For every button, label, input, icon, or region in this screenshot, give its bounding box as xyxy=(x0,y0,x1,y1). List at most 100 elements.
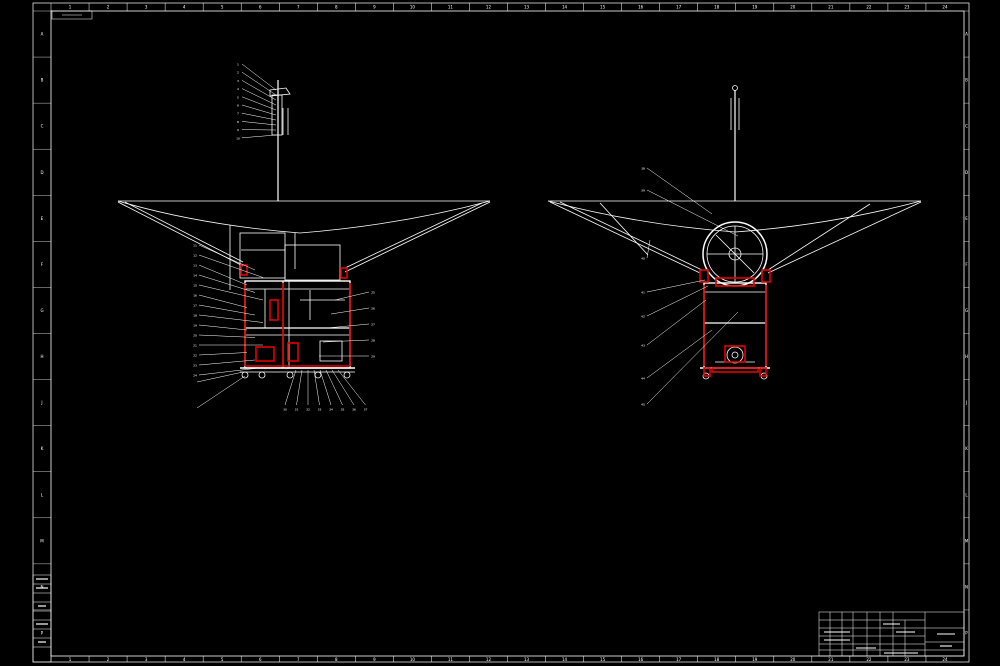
zone-label-top: 18 xyxy=(714,5,720,10)
zone-label-left: L xyxy=(41,492,44,497)
zone-label-right: F xyxy=(965,262,968,267)
part-balloon: 6 xyxy=(237,104,239,108)
zone-label-left: D xyxy=(40,170,43,175)
zone-label-top: 10 xyxy=(410,5,416,10)
zone-label-bottom: 14 xyxy=(562,657,568,662)
zone-label-bottom: 16 xyxy=(638,657,644,662)
zone-label-bottom: 4 xyxy=(183,657,186,662)
zone-label-bottom: 13 xyxy=(524,657,530,662)
zone-label-left: B xyxy=(41,78,44,83)
zone-label-bottom: 15 xyxy=(600,657,606,662)
zone-label-left: M xyxy=(40,538,44,543)
zone-label-top: 23 xyxy=(904,5,910,10)
zone-label-top: 17 xyxy=(676,5,682,10)
zone-label-left: G xyxy=(40,308,43,313)
zone-label-top: 8 xyxy=(335,5,338,10)
zone-label-top: 13 xyxy=(524,5,530,10)
zone-label-bottom: 6 xyxy=(259,657,262,662)
zone-label-top: 14 xyxy=(562,5,568,10)
zone-label-bottom: 8 xyxy=(335,657,338,662)
zone-label-top: 11 xyxy=(448,5,454,10)
zone-label-bottom: 20 xyxy=(790,657,796,662)
zone-label-right: A xyxy=(965,32,968,37)
zone-label-right: C xyxy=(965,124,968,129)
part-balloon: 10 xyxy=(236,136,240,140)
zone-label-bottom: 17 xyxy=(676,657,682,662)
zone-label-bottom: 23 xyxy=(904,657,910,662)
part-balloon: 9 xyxy=(237,128,239,132)
zone-label-bottom: 12 xyxy=(486,657,492,662)
part-balloon: 1 xyxy=(237,63,239,67)
part-balloon: 23 xyxy=(193,364,197,368)
zone-label-right: N xyxy=(965,584,968,589)
zone-label-left: K xyxy=(41,446,44,451)
part-balloon: 26 xyxy=(371,307,375,311)
part-balloon: 31 xyxy=(295,408,299,412)
zone-label-left: A xyxy=(41,32,44,37)
zone-label-right: L xyxy=(965,492,968,497)
part-balloon: 37 xyxy=(364,408,368,412)
zone-label-right: B xyxy=(965,78,968,83)
zone-label-left: E xyxy=(41,216,44,221)
part-balloon: 43 xyxy=(641,344,645,348)
top-left-code-box xyxy=(51,10,93,20)
zone-label-top: 12 xyxy=(486,5,492,10)
zone-label-right: G xyxy=(965,308,968,313)
part-balloon: 17 xyxy=(193,304,197,308)
zone-label-right: K xyxy=(965,446,968,451)
zone-label-right: D xyxy=(965,170,968,175)
zone-label-bottom: 21 xyxy=(828,657,834,662)
zone-label-right: P xyxy=(965,630,968,635)
zone-label-top: 20 xyxy=(790,5,796,10)
left-view-highlights xyxy=(240,264,351,367)
part-balloon: 44 xyxy=(641,377,645,381)
part-balloon: 13 xyxy=(193,264,197,268)
part-balloon: 11 xyxy=(193,244,197,248)
part-balloon: 45 xyxy=(641,403,645,407)
zone-label-top: 9 xyxy=(373,5,376,10)
part-balloon: 5 xyxy=(237,95,239,99)
part-balloon: 18 xyxy=(193,314,197,318)
zone-label-top: 21 xyxy=(828,5,834,10)
zone-label-bottom: 22 xyxy=(866,657,872,662)
part-balloon: 25 xyxy=(371,291,375,295)
part-balloon: 40 xyxy=(641,257,645,261)
part-balloon: 15 xyxy=(193,284,197,288)
outer-frame xyxy=(32,2,970,663)
right-view-highlights xyxy=(699,269,771,377)
part-balloon: 14 xyxy=(193,274,197,278)
zone-label-left: J xyxy=(40,400,42,405)
zone-label-bottom: 3 xyxy=(145,657,148,662)
part-balloon: 20 xyxy=(193,334,197,338)
part-balloon: 29 xyxy=(371,355,375,359)
part-balloon: 4 xyxy=(237,87,239,91)
part-balloon: 34 xyxy=(329,408,333,412)
part-balloon: 33 xyxy=(318,408,322,412)
left-view-balloons: 1234567891011121314151617181920212223242… xyxy=(193,63,375,412)
zone-label-right: J xyxy=(965,400,967,405)
zone-label-left: N xyxy=(41,584,44,589)
zone-label-right: M xyxy=(965,538,969,543)
zone-label-left: C xyxy=(41,124,44,129)
zone-label-top: 15 xyxy=(600,5,606,10)
part-balloon: 16 xyxy=(193,294,197,298)
part-balloon: 27 xyxy=(371,323,375,327)
zone-label-left: H xyxy=(40,354,43,359)
zone-label-top: 4 xyxy=(183,5,186,10)
zone-label-right: E xyxy=(965,216,968,221)
part-balloon: 8 xyxy=(237,120,239,124)
title-block xyxy=(818,611,965,657)
part-balloon: 41 xyxy=(641,291,645,295)
part-balloon: 2 xyxy=(237,71,239,75)
zone-label-bottom: 5 xyxy=(221,657,224,662)
zone-label-bottom: 19 xyxy=(752,657,758,662)
part-balloon: 38 xyxy=(641,167,645,171)
part-balloon: 24 xyxy=(193,374,197,378)
zone-label-top: 2 xyxy=(107,5,110,10)
zone-label-top: 3 xyxy=(145,5,148,10)
